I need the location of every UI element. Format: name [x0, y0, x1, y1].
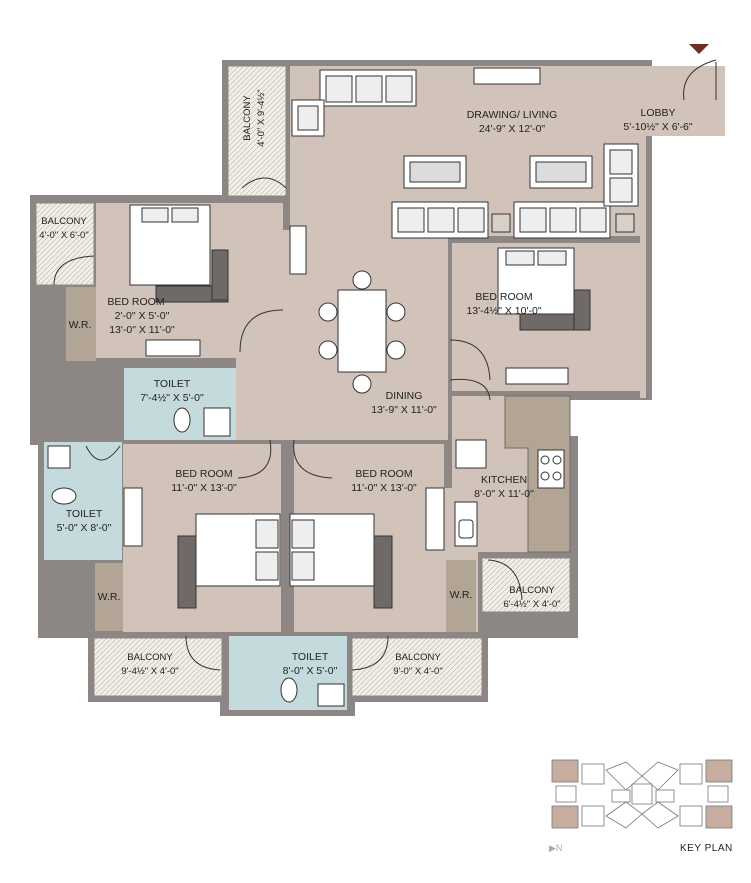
toilet-left-name: TOILET [66, 508, 103, 520]
toilet-lower-name: TOILET [292, 651, 329, 663]
dining-name: DINING [386, 390, 423, 402]
north-label: N [555, 843, 563, 853]
dining-table [318, 270, 406, 394]
balcony-lower-right-size: 9'-0" X 4'-0" [393, 666, 442, 677]
balcony-left-upper-name: BALCONY [41, 216, 87, 227]
drawing-living-size: 24'-9" X 12'-0" [479, 123, 546, 135]
north-indicator: ▶N [549, 843, 563, 853]
wr-lower-right-label: W.R. [450, 589, 473, 601]
kitchen-size: 8'-0" X 11'-0" [474, 488, 534, 500]
balcony-top [227, 65, 287, 197]
balcony-left-upper [35, 202, 95, 286]
bedroom-lower-left-size: 11'-0" X 13'-0" [171, 482, 237, 494]
bedroom-lower-left-name: BED ROOM [175, 468, 232, 480]
doors [53, 59, 717, 671]
balcony-top-name: BALCONY [242, 95, 253, 141]
wr-lower-left-label: W.R. [98, 591, 121, 603]
balcony-lower-right [351, 637, 483, 697]
toilet-upper-size: 7'-4½" X 5'-0" [140, 392, 204, 404]
toilet-upper-name: TOILET [154, 378, 191, 390]
key-plan-label: KEY PLAN [680, 843, 733, 854]
bedroom-left-upper-name: BED ROOM [107, 296, 164, 308]
balconies [35, 65, 571, 697]
balcony-kitchen-size: 6'-4½" X 4'-0" [503, 599, 560, 610]
wr-left-upper-label: W.R. [69, 319, 92, 331]
lobby-size: 5'-10½" X 6'-6" [623, 121, 693, 133]
dining-size: 13'-9" X 11'-0" [371, 404, 437, 416]
balcony-lower-left [93, 637, 223, 697]
beds [123, 204, 591, 609]
bedroom-lower-right-name: BED ROOM [355, 468, 412, 480]
bedroom-right-size: 13'-4½" X 10'-0" [466, 305, 541, 317]
balcony-kitchen-name: BALCONY [509, 585, 555, 596]
kitchen-counter [454, 395, 571, 553]
bedroom-right-name: BED ROOM [475, 291, 532, 303]
balcony-lower-left-size: 9'-4½" X 4'-0" [121, 666, 178, 677]
balcony-left-upper-size: 4'-0" X 6'-0" [39, 230, 88, 241]
lobby-floor [640, 66, 725, 136]
bedroom-left-upper-size1: 2'-0" X 5'-0" [115, 310, 170, 322]
balcony-lower-right-name: BALCONY [395, 652, 441, 663]
balcony-lower-left-name: BALCONY [127, 652, 173, 663]
wr-left-upper [66, 287, 96, 361]
drawing-living-name: DRAWING/ LIVING [467, 109, 558, 121]
toilet-fixtures [47, 407, 345, 707]
tv-unit [473, 67, 541, 85]
entry-arrow-icon [689, 44, 709, 54]
wr-lower-right [446, 560, 476, 632]
bedroom-left-upper-size2: 13'-0" X 11'-0" [109, 324, 175, 336]
toilet-lower-size: 8'-0" X 5'-0" [283, 665, 338, 677]
toilet-left-size: 5'-0" X 8'-0" [57, 522, 112, 534]
room-labels: DRAWING/ LIVING 24'-9" X 12'-0" LOBBY 5'… [39, 89, 693, 677]
balcony-top-size: 4'-0" X 9'-4½" [256, 89, 267, 146]
kitchen-name: KITCHEN [481, 474, 527, 486]
lobby-name: LOBBY [640, 107, 675, 119]
balcony-kitchen [481, 557, 571, 613]
key-plan-diagram [551, 759, 733, 829]
wr-lower-left [95, 563, 123, 631]
living-furniture [291, 67, 639, 239]
bedroom-lower-right-size: 11'-0" X 13'-0" [351, 482, 417, 494]
